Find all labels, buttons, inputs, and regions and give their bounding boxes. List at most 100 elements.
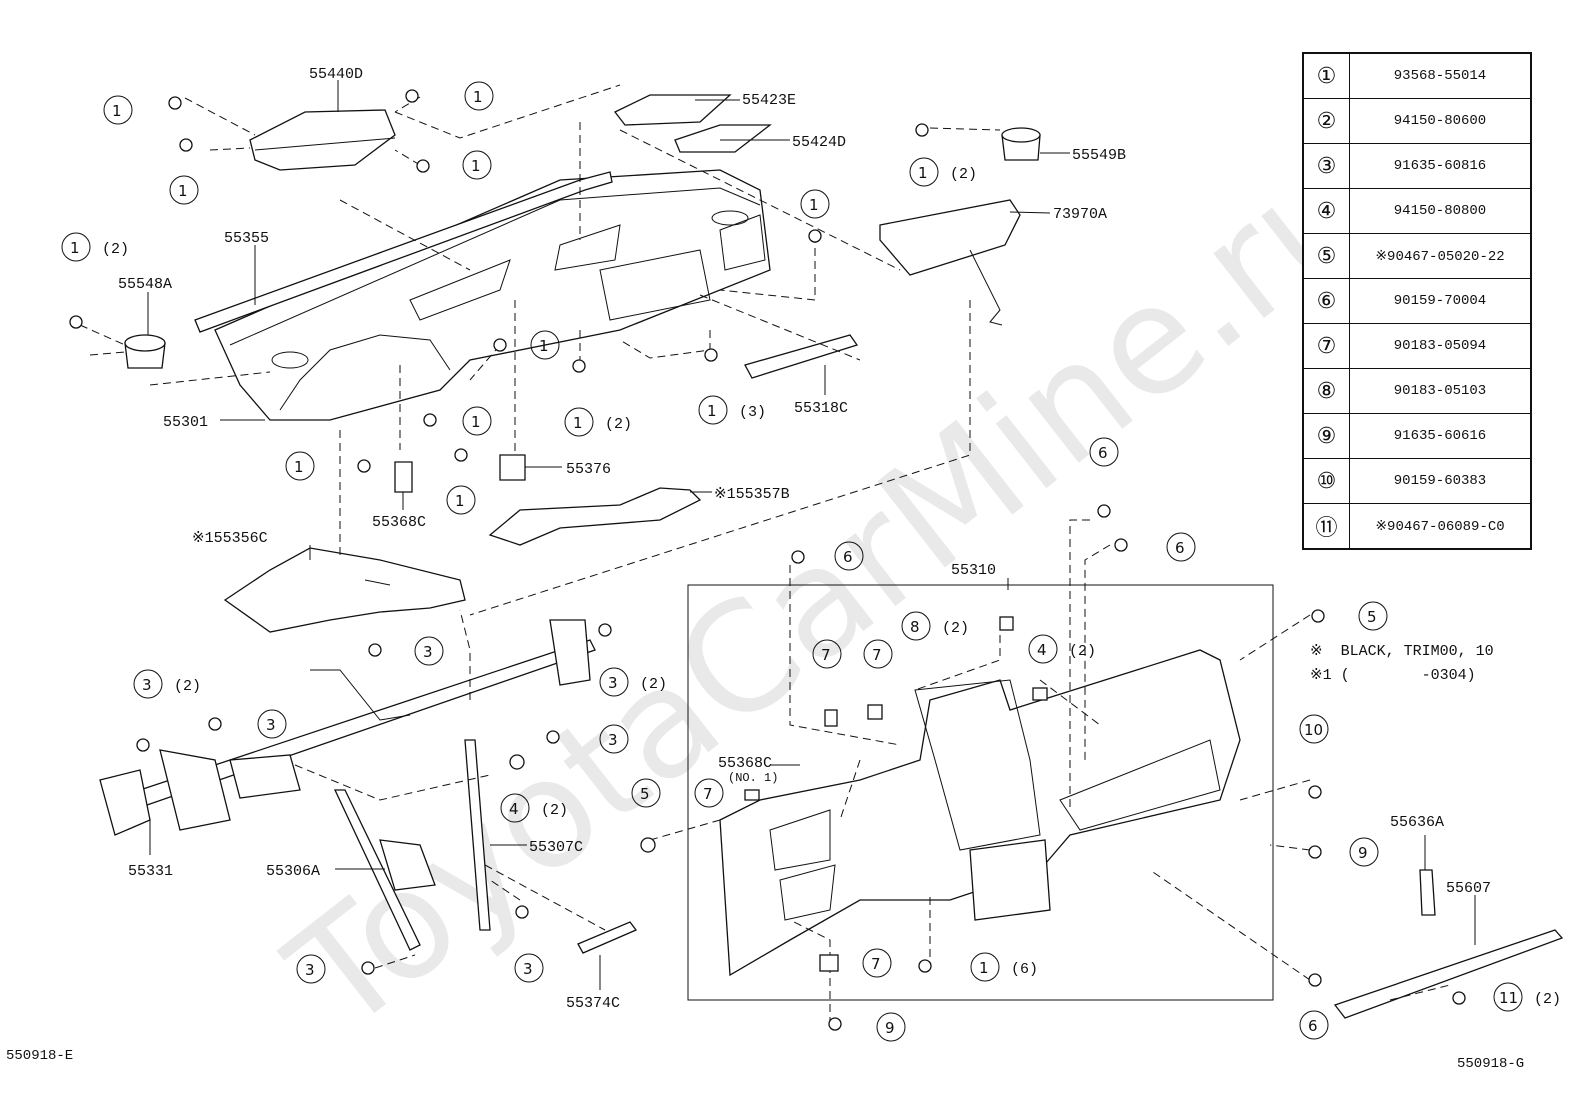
label-55423E: 55423E — [742, 92, 796, 109]
callout-6-b: 6 — [1175, 539, 1185, 557]
leader-lines — [147, 80, 1476, 990]
label-55301: 55301 — [163, 414, 208, 431]
mat-155357B — [488, 487, 702, 546]
svg-text:(2): (2) — [174, 678, 201, 695]
parts-table-ref: ⑪ — [1302, 503, 1350, 550]
parts-table-ref: ④ — [1302, 188, 1350, 234]
callout-1-d: 1 — [471, 157, 481, 175]
callout-7-c: 7 — [703, 785, 713, 803]
parts-table-part-number: 91635-60616 — [1349, 413, 1532, 459]
label-55374C: 55374C — [566, 995, 620, 1012]
svg-text:(3): (3) — [739, 404, 766, 421]
callout-3-e: 3 — [608, 731, 618, 749]
parts-table-ref: ⑩ — [1302, 458, 1350, 504]
callout-3-a: 3 — [423, 643, 433, 661]
parts-table-ref: ⑥ — [1302, 278, 1350, 324]
callout-1-n: 1 — [979, 959, 989, 977]
diagram-ref-right: 550918-G — [1457, 1056, 1525, 1072]
callout-3-d: 3 — [266, 716, 276, 734]
strip-55318C — [744, 334, 859, 379]
label-55306A: 55306A — [266, 863, 320, 880]
parts-table-part-number: ※90467-05020-22 — [1349, 233, 1532, 279]
parts-table-row: ⑤※90467-05020-22 — [1302, 233, 1532, 279]
callout-4-b: 4 — [1037, 641, 1047, 659]
label-155357B: ※155357B — [714, 486, 790, 503]
parts-table-part-number: ※90467-06089-C0 — [1349, 503, 1532, 550]
parts-table-ref: ② — [1302, 98, 1350, 144]
svg-text:(2): (2) — [942, 620, 969, 637]
svg-text:(2): (2) — [1069, 643, 1096, 660]
svg-text:(2): (2) — [541, 802, 568, 819]
cup-holder-55549B — [1001, 127, 1041, 161]
rail-55607 — [1333, 929, 1564, 1019]
callout-1-g: 1 — [809, 196, 819, 214]
callout-1-a: 1 — [112, 102, 122, 120]
parts-table-part-number: 90159-60383 — [1349, 458, 1532, 504]
bracket-55374C — [577, 921, 638, 954]
label-55368C-no1-sub: (NO. 1) — [728, 771, 778, 785]
airbag-73970A — [879, 199, 1021, 326]
part-labels: 55440D 55423E 55424D 55549B 73970A 55355… — [118, 66, 1491, 1012]
callout-4-a: 4 — [509, 800, 519, 818]
assembly-box-55310 — [687, 584, 1274, 1001]
diagram-ref-left: 550918-E — [6, 1048, 74, 1064]
callout-7-b: 7 — [872, 646, 882, 664]
parts-table-ref: ① — [1302, 52, 1350, 99]
label-55368C: 55368C — [372, 514, 426, 531]
callout-3-g: 3 — [305, 961, 315, 979]
callout-1-c: 1 — [178, 182, 188, 200]
bracket-55376 — [499, 454, 526, 481]
pad-55423E — [613, 94, 732, 126]
callout-1-e: 1 — [918, 164, 928, 182]
label-55376: 55376 — [566, 461, 611, 478]
svg-text:(2): (2) — [605, 416, 632, 433]
label-55310: 55310 — [951, 562, 996, 579]
parts-table-part-number: 93568-55014 — [1349, 52, 1532, 99]
svg-text:(2): (2) — [950, 166, 977, 183]
lower-instrument-panel — [719, 649, 1241, 977]
callout-1-f: 1 — [70, 239, 80, 257]
callout-1-l: 1 — [294, 458, 304, 476]
note-2: ※1 ( -0304) — [1310, 667, 1476, 684]
label-55607: 55607 — [1446, 880, 1491, 897]
parts-table-part-number: 90183-05103 — [1349, 368, 1532, 414]
label-55636A: 55636A — [1390, 814, 1444, 831]
callout-8-a: 8 — [910, 618, 920, 636]
parts-table-part-number: 90183-05094 — [1349, 323, 1532, 369]
quantity-labels: (2) (2) (2) (3) (2) (2) (2) (2) (2) (6) … — [102, 166, 1561, 1008]
label-55424D: 55424D — [792, 134, 846, 151]
callout-1-h: 1 — [539, 337, 549, 355]
parts-table-part-number: 94150-80800 — [1349, 188, 1532, 234]
note-1: ※ BLACK, TRIM00, 10 — [1310, 643, 1494, 660]
parts-table-part-number: 90159-70004 — [1349, 278, 1532, 324]
callout-6-a: 6 — [1098, 444, 1108, 462]
callout-5-a: 5 — [1367, 608, 1377, 626]
svg-text:(2): (2) — [1534, 991, 1561, 1008]
callout-6-d: 6 — [1308, 1017, 1318, 1035]
callout-1-k: 1 — [471, 413, 481, 431]
parts-table-row: ⑪※90467-06089-C0 — [1302, 503, 1532, 550]
connector-lines — [79, 84, 1451, 1025]
callout-1-i: 1 — [573, 414, 583, 432]
label-55355: 55355 — [224, 230, 269, 247]
callout-3-f: 3 — [523, 960, 533, 978]
parts-table-ref: ⑤ — [1302, 233, 1350, 279]
parts-table-part-number: 91635-60816 — [1349, 143, 1532, 189]
callout-7-d: 7 — [871, 955, 881, 973]
callout-1-b: 1 — [473, 88, 483, 106]
label-73970A: 73970A — [1053, 206, 1107, 223]
brace-plate — [379, 839, 436, 891]
label-55549B: 55549B — [1072, 147, 1126, 164]
callout-1-j: 1 — [707, 402, 717, 420]
reinforcement-beam — [99, 619, 596, 836]
brace-55306A — [333, 789, 421, 951]
instrument-panel-pad — [214, 169, 771, 421]
